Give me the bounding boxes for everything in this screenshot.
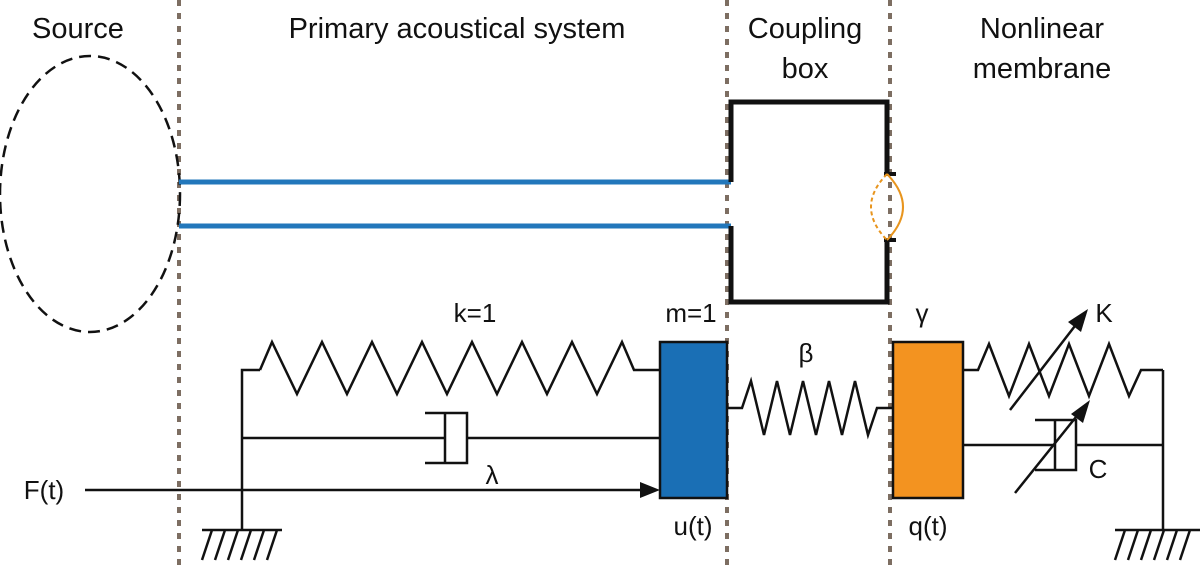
damper-C (963, 418, 1163, 472)
label-coupling-beta: β (799, 338, 814, 368)
ground-hatch-left (200, 529, 279, 561)
label-damper-lambda: λ (486, 460, 499, 490)
section-label-nonlinear-line1: Nonlinear (980, 13, 1104, 45)
spring-k (258, 338, 660, 397)
mass-membrane (891, 340, 965, 500)
force-arrowhead (640, 482, 660, 498)
label-displacement-u: u(t) (674, 511, 713, 541)
section-label-coupling-line2: box (782, 53, 829, 85)
label-displacement-q: q(t) (909, 511, 948, 541)
section-label-nonlinear-line2: membrane (973, 53, 1112, 85)
spring-K-nonlinear (963, 340, 1163, 400)
membrane-deflected-shape (886, 173, 904, 241)
label-force: F(t) (24, 475, 64, 505)
damper-C-variable-arrow (1014, 411, 1081, 494)
coupling-box (728, 99, 890, 305)
section-label-source: Source (32, 13, 124, 45)
damper-lambda (242, 411, 660, 465)
frame-left (240, 368, 260, 530)
section-dividers (177, 0, 892, 572)
label-spring-k: k=1 (454, 298, 497, 328)
membrane-rest-shape (870, 173, 888, 241)
label-membrane-stiffness-K: K (1095, 298, 1113, 328)
ground-hatch-right (1113, 529, 1192, 561)
section-label-primary: Primary acoustical system (289, 13, 626, 45)
spring-K-variable-arrow (1009, 321, 1079, 411)
section-label-coupling-line1: Coupling (748, 13, 862, 45)
spring-beta (727, 376, 893, 440)
primary-system-mechanics (85, 338, 729, 561)
label-membrane-damping-C: C (1089, 454, 1108, 484)
damper-C-arrowhead (1071, 400, 1090, 423)
membrane-mechanics (891, 309, 1200, 561)
spring-K-arrowhead (1068, 309, 1088, 332)
mass-primary (658, 340, 729, 500)
label-mass-m: m=1 (665, 298, 716, 328)
label-membrane-gamma: γ (916, 298, 929, 328)
acoustic-source-ellipse (0, 54, 182, 334)
